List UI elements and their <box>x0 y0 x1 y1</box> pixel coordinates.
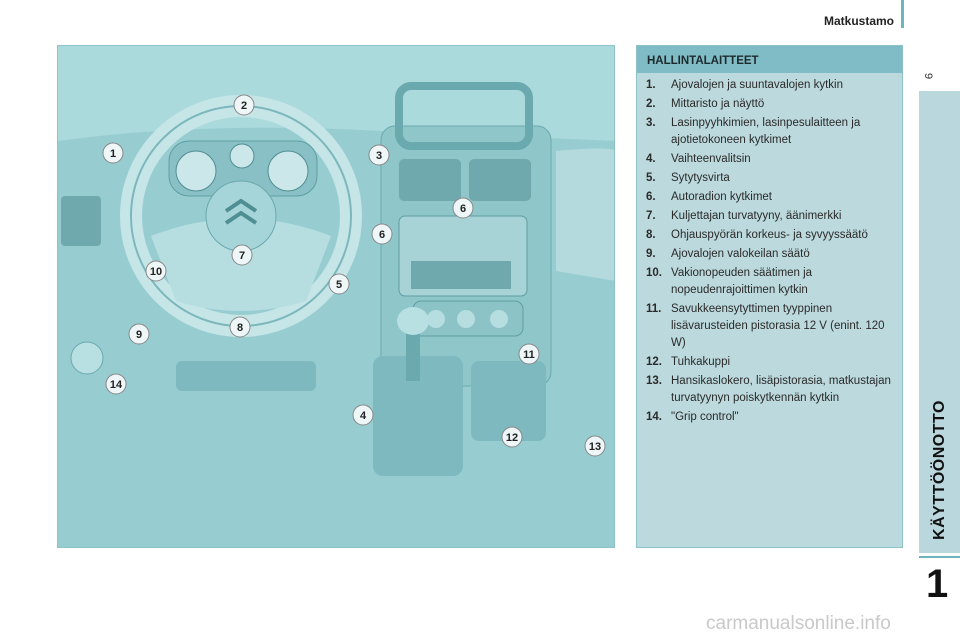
callout-marker <box>233 94 255 116</box>
item-number: 7. <box>646 210 656 222</box>
callout-label: 1 <box>110 148 116 160</box>
watermark: carmanualsonline.info <box>706 613 891 634</box>
callout-label: 6 <box>379 229 385 241</box>
callout-marker <box>229 316 251 338</box>
item-number: 6. <box>646 191 656 203</box>
item-text: Kuljettajan turvatyyny, äänimerkki <box>671 210 842 222</box>
list-item: 9. Ajovalojen valokeilan säätö <box>646 246 896 263</box>
callout-marker <box>105 373 127 395</box>
callout-label: 4 <box>360 410 367 422</box>
callout-label: 9 <box>136 329 142 341</box>
section-header: Matkustamo <box>823 14 894 28</box>
callout-label: 2 <box>241 100 247 112</box>
controls-list: 1. Ajovalojen ja suuntavalojen kytkin 2. Mi… <box>637 73 902 426</box>
callout-label: 12 <box>506 432 518 444</box>
list-item: 10. Vakionopeuden säätimen ja nopeudenraj… <box>646 265 896 299</box>
item-text: Hansikaslokero, lisäpistorasia, matkusta… <box>671 375 891 404</box>
list-item: 7. Kuljettajan turvatyyny, äänimerkki <box>646 208 896 225</box>
item-number: 14. <box>646 411 662 423</box>
callout-label: 7 <box>239 250 245 262</box>
item-number: 12. <box>646 356 662 368</box>
page-number: 9 <box>922 72 935 80</box>
item-number: 8. <box>646 229 656 241</box>
item-number: 9. <box>646 248 656 260</box>
item-number: 10. <box>646 267 662 279</box>
callout-marker <box>368 144 390 166</box>
callout-label: 3 <box>376 150 382 162</box>
item-number: 1. <box>646 79 656 91</box>
list-item: 13. Hansikaslokero, lisäpistorasia, matku… <box>646 373 896 407</box>
callout-label: 11 <box>523 349 535 361</box>
item-number: 2. <box>646 98 656 110</box>
item-text: Vakionopeuden säätimen ja nopeudenrajoit… <box>671 267 813 296</box>
callout-marker <box>128 323 150 345</box>
item-text: Autoradion kytkimet <box>671 191 772 203</box>
item-number: 13. <box>646 375 662 387</box>
callout-label: 8 <box>237 322 243 334</box>
callout-label: 13 <box>589 441 601 453</box>
callout-marker <box>452 197 474 219</box>
item-text: Mittaristo ja näyttö <box>671 98 765 110</box>
callout-marker <box>518 343 540 365</box>
callout-marker <box>231 244 253 266</box>
chapter-tab-divider <box>919 556 960 558</box>
list-item: 2. Mittaristo ja näyttö <box>646 96 896 113</box>
list-item: 1. Ajovalojen ja suuntavalojen kytkin <box>646 77 896 94</box>
item-text: Ohjauspyörän korkeus- ja syvyyssäätö <box>671 229 868 241</box>
panel-title: HALLINTALAITTEET <box>637 46 902 73</box>
callout-label: 10 <box>150 266 162 278</box>
callout-marker <box>328 273 350 295</box>
item-text: Vaihteenvalitsin <box>671 153 751 165</box>
item-number: 11. <box>646 303 662 315</box>
item-text: Ajovalojen valokeilan säätö <box>671 248 810 260</box>
list-item: 5. Sytytysvirta <box>646 170 896 187</box>
chapter-number: 1 <box>926 562 949 606</box>
item-text: Ajovalojen ja suuntavalojen kytkin <box>671 79 843 91</box>
callout-marker <box>501 426 523 448</box>
item-text: "Grip control" <box>671 411 739 423</box>
chapter-title: KÄYTTÖÖNOTTO <box>931 400 948 540</box>
list-item: 3. Lasinpyyhkimien, lasinpesulaitteen ja … <box>646 115 896 149</box>
callout-marker <box>352 404 374 426</box>
item-number: 4. <box>646 153 656 165</box>
item-number: 5. <box>646 172 656 184</box>
item-text: Lasinpyyhkimien, lasinpesulaitteen ja aj… <box>671 117 861 146</box>
callout-marker <box>371 223 393 245</box>
callout-label: 6 <box>460 203 466 215</box>
chapter-tab <box>919 91 960 553</box>
list-item: 8. Ohjauspyörän korkeus- ja syvyyssäätö <box>646 227 896 244</box>
list-item: 11. Savukkeensytyttimen tyyppinen lisävar… <box>646 301 896 352</box>
list-item: 6. Autoradion kytkimet <box>646 189 896 206</box>
list-item: 14. "Grip control" <box>646 409 896 426</box>
controls-panel: HALLINTALAITTEET 1. Ajovalojen ja suuntav… <box>636 45 903 548</box>
list-item: 4. Vaihteenvalitsin <box>646 151 896 168</box>
callout-marker <box>102 142 124 164</box>
callout-label: 5 <box>336 279 342 291</box>
list-item: 12. Tuhkakuppi <box>646 354 896 371</box>
item-text: Savukkeensytyttimen tyyppinen lisävarust… <box>671 303 885 349</box>
item-text: Tuhkakuppi <box>671 356 731 368</box>
header-divider <box>901 0 904 28</box>
item-text: Sytytysvirta <box>671 172 730 184</box>
item-number: 3. <box>646 117 656 129</box>
callout-marker <box>145 260 167 282</box>
callout-marker <box>584 435 606 457</box>
callout-label: 14 <box>110 379 123 391</box>
